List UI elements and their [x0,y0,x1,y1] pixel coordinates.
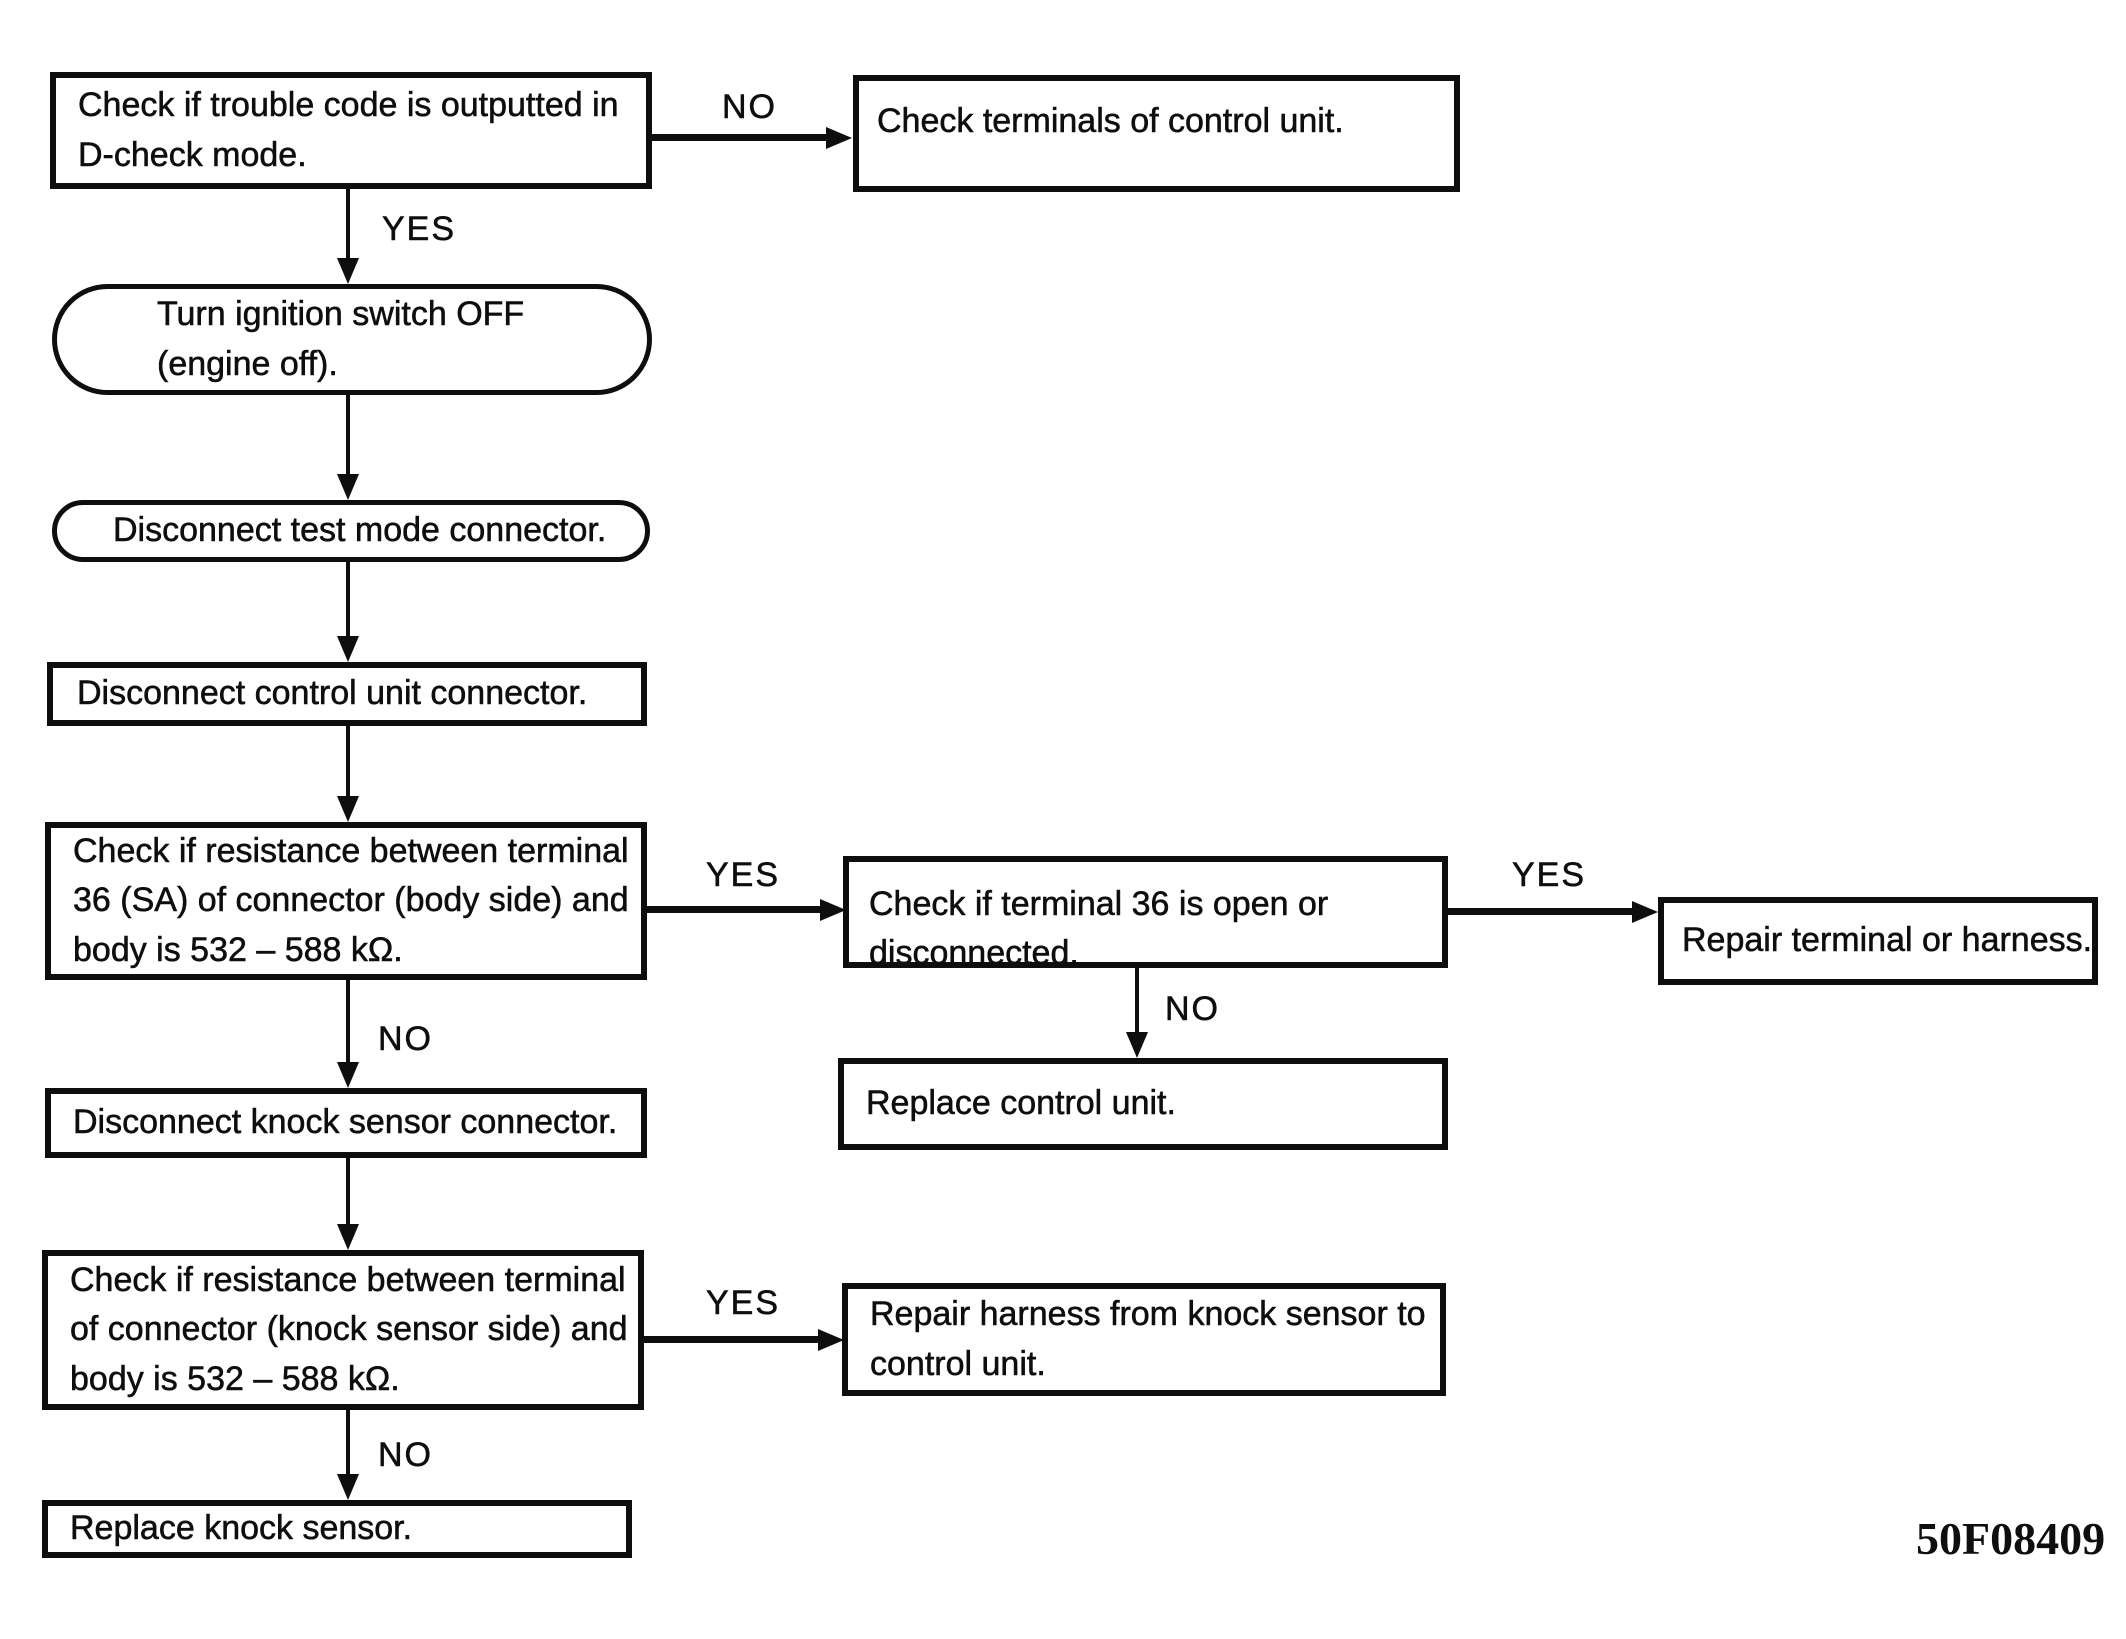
edge-no-to-replace-knock-sensor-line [346,1410,350,1476]
edge-to-knock-resistance-check-line [346,1158,350,1226]
arrowhead-down-icon [337,1062,359,1088]
arrowhead-down-icon [337,258,359,284]
node-disconnect-knock-sensor-connector: Disconnect knock sensor connector. [45,1088,647,1158]
node-replace-control-unit: Replace control unit. [838,1058,1448,1150]
node-repair-harness-knock-sensor: Repair harness from knock sensor to cont… [842,1283,1446,1396]
edge-yes-to-ignition-off-line [346,189,350,260]
edge-no-to-replace-control-unit-line [1135,968,1139,1034]
arrowhead-right-icon [820,899,846,921]
node-disconnect-control-unit-connector: Disconnect control unit connector. [47,662,647,726]
arrowhead-right-icon [1632,901,1658,923]
node-turn-ignition-off: Turn ignition switch OFF (engine off). [52,284,652,395]
edge-label-yes: YES [382,210,457,249]
edge-to-test-mode-line [346,395,350,476]
arrowhead-down-icon [337,1224,359,1250]
edge-label-no: NO [378,1020,433,1059]
edge-to-control-unit-connector-line [346,562,350,638]
edge-to-resistance-check-line [346,726,350,798]
node-check-terminal-36-open: Check if terminal 36 is open or disconne… [843,856,1448,973]
edge-yes-to-terminal-36-line [647,906,824,913]
node-replace-knock-sensor: Replace knock sensor. [42,1500,632,1558]
node-disconnect-test-mode-connector: Disconnect test mode connector. [52,500,650,562]
edge-label-yes: YES [1512,856,1587,895]
figure-code: 50F08409 [1916,1513,2106,1564]
edge-yes-to-repair-harness-line [644,1336,820,1343]
node-check-trouble-code: Check if trouble code is outputted in D-… [50,72,652,189]
arrowhead-right-icon [826,127,852,149]
edge-label-yes: YES [706,856,781,895]
node-check-resistance-knock-sensor-side: Check if resistance between terminal of … [42,1250,644,1410]
node-check-terminals-control-unit: Check terminals of control unit. [853,75,1460,192]
arrowhead-down-icon [337,636,359,662]
edge-label-no: NO [378,1436,433,1475]
edge-label-yes: YES [706,1284,781,1323]
arrowhead-down-icon [1126,1032,1148,1058]
edge-label-no: NO [722,88,777,127]
node-repair-terminal-or-harness: Repair terminal or harness. [1658,897,2098,985]
arrowhead-right-icon [818,1329,844,1351]
arrowhead-down-icon [337,796,359,822]
edge-label-no: NO [1165,990,1220,1029]
arrowhead-down-icon [337,474,359,500]
edge-yes-to-repair-terminal-line [1448,908,1634,915]
arrowhead-down-icon [337,1474,359,1500]
edge-no-to-disconnect-knock-sensor-line [346,980,350,1064]
node-check-resistance-body-side: Check if resistance between terminal 36 … [45,822,647,980]
edge-no-to-check-terminals-line [652,134,826,141]
